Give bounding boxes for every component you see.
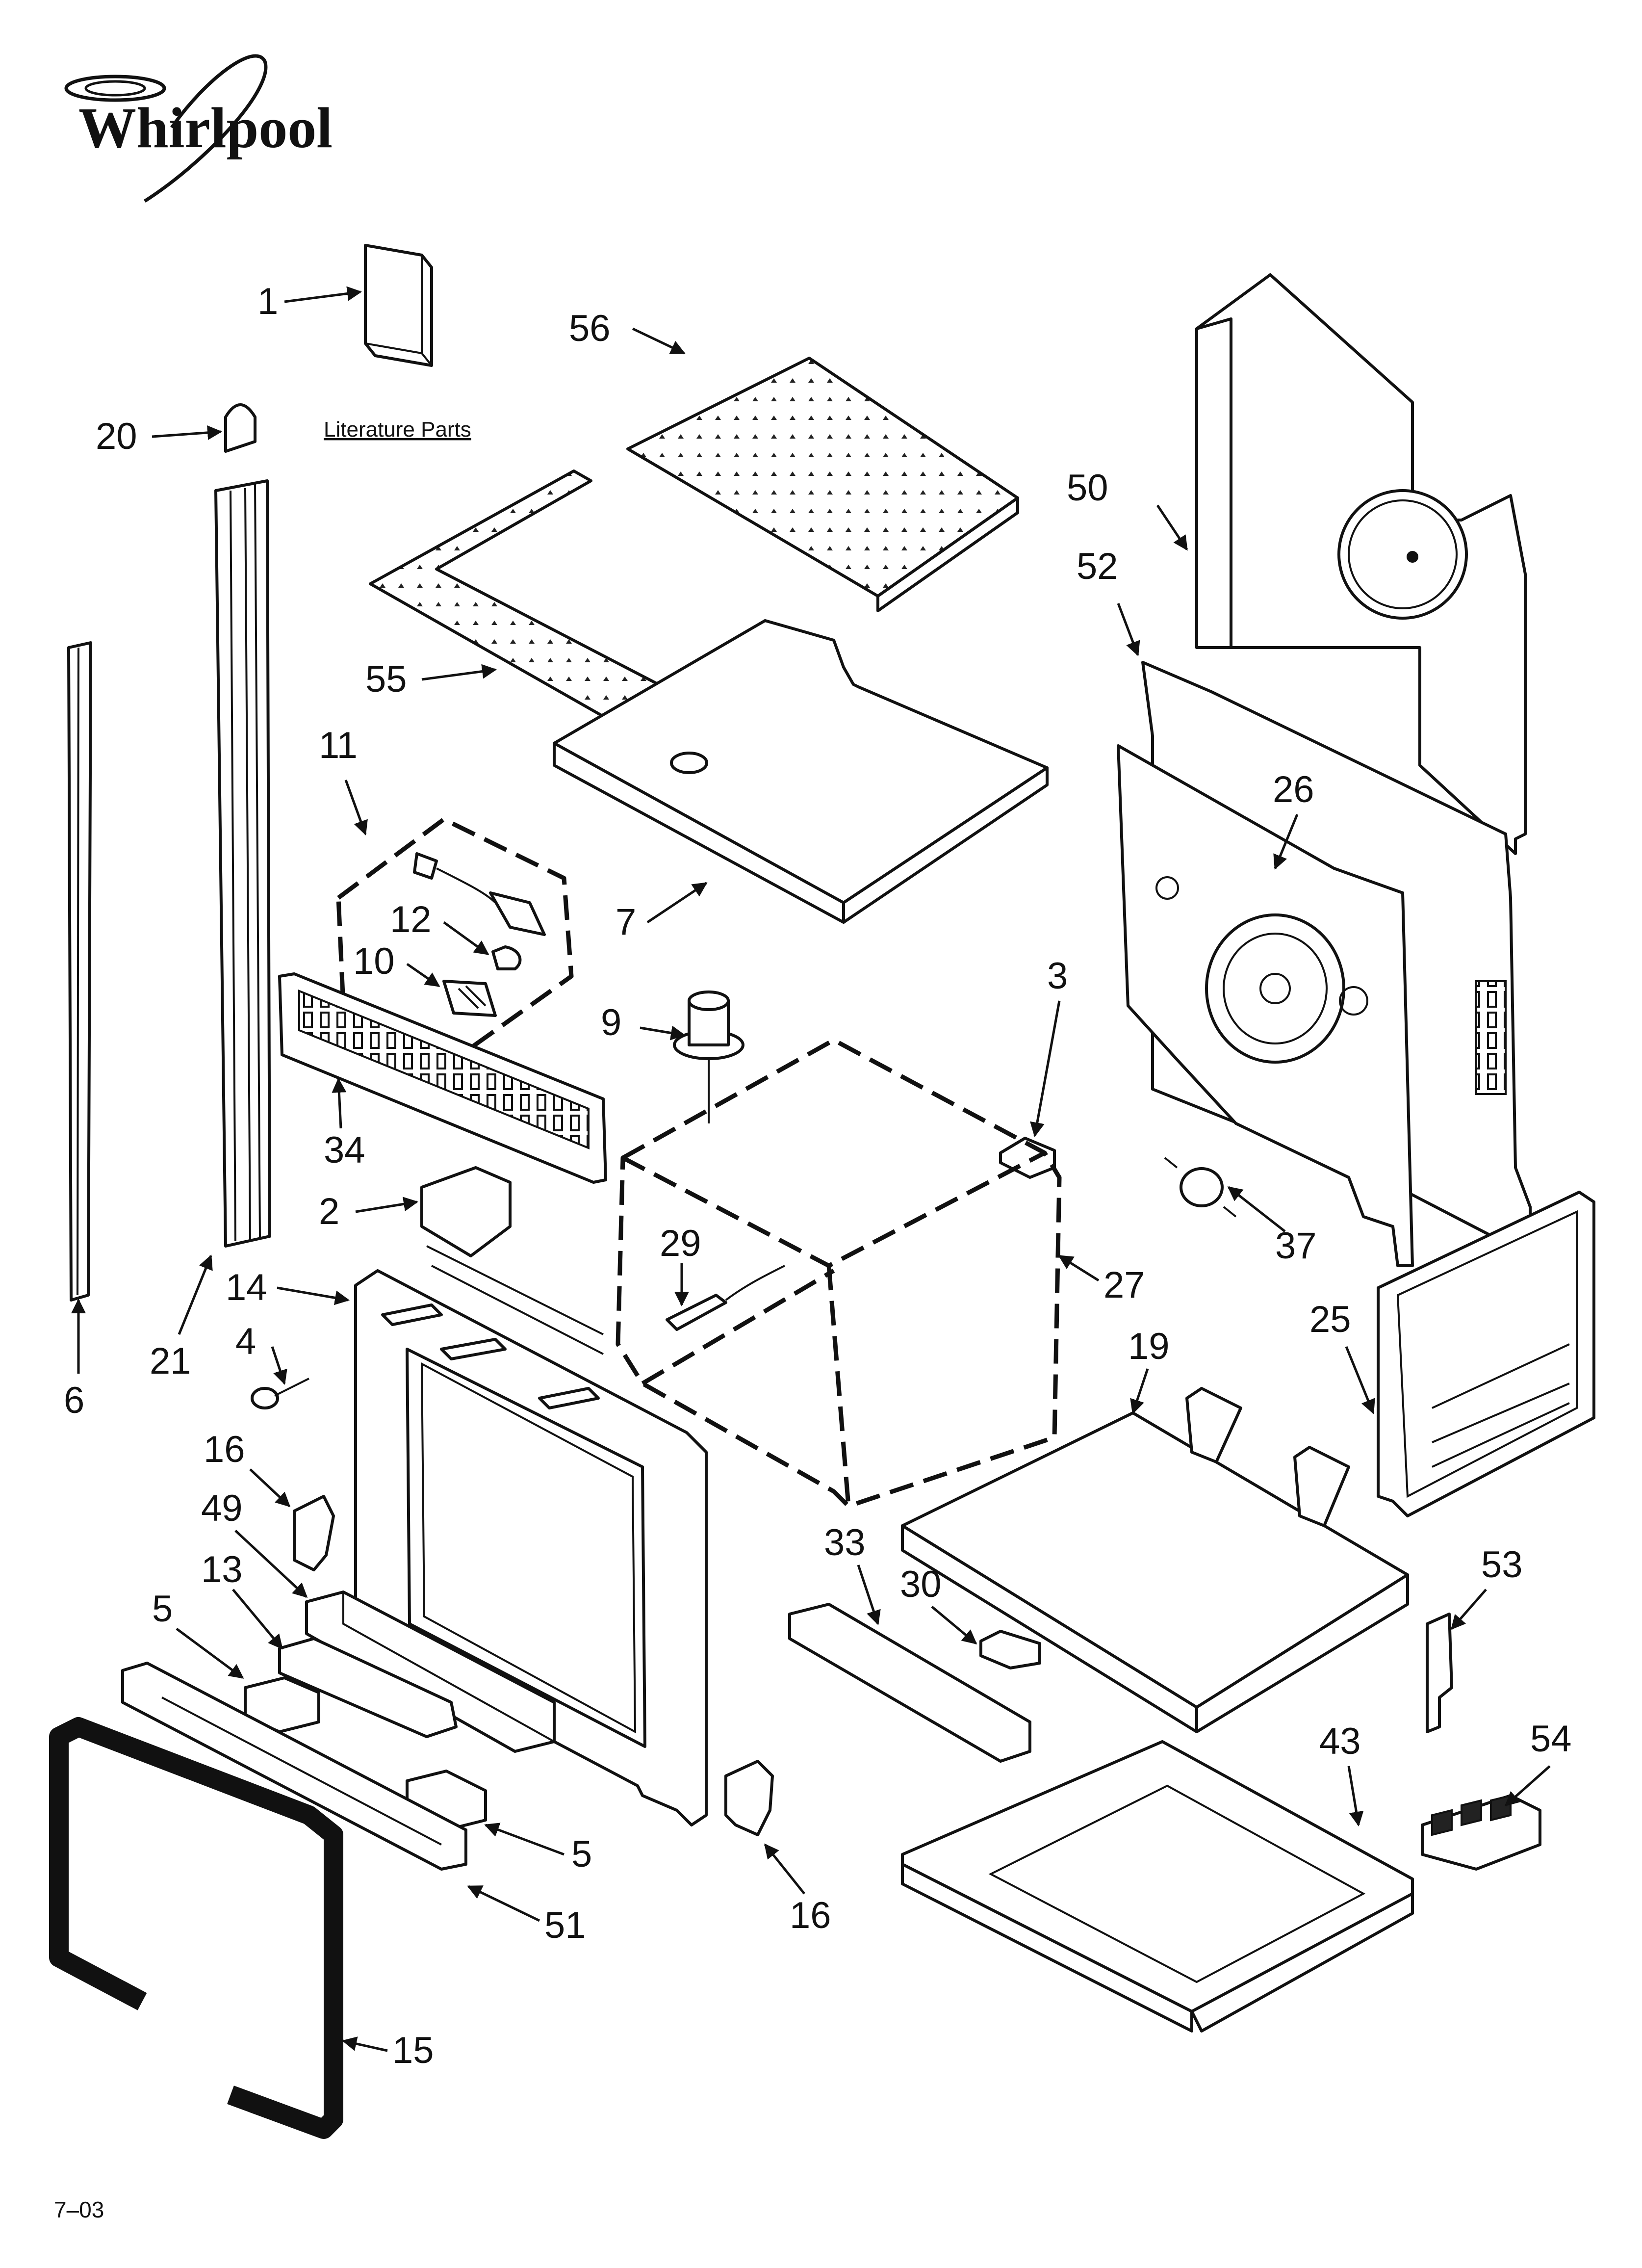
part-light-socket (413, 852, 546, 936)
callout-50: 50 (1067, 467, 1108, 509)
part-side-panel (1377, 1191, 1595, 1517)
callout-27: 27 (1103, 1264, 1145, 1306)
part-sensor (666, 1265, 785, 1331)
part-vent-grille (278, 972, 607, 1184)
part-bulb (491, 945, 522, 970)
part-thermostat (420, 1166, 604, 1355)
part-mount-bracket (1426, 1613, 1453, 1733)
part-front-frame (354, 1269, 708, 1826)
part-hinge-bracket-lower (724, 1760, 774, 1836)
part-hinge-bracket-upper (293, 1495, 335, 1571)
part-trim-strip (67, 641, 92, 1302)
callout-54: 54 (1530, 1718, 1572, 1760)
callout-10: 10 (353, 940, 395, 982)
part-fan-motor (673, 991, 744, 1123)
callout-labels: 1 20 56 50 52 55 26 11 12 10 7 3 9 34 37… (64, 281, 1572, 2071)
part-bottom-trim (121, 1662, 467, 1871)
part-oven-cavity (616, 1038, 1062, 1509)
callout-29: 29 (660, 1223, 701, 1264)
callout-52: 52 (1077, 546, 1118, 587)
callout-21: 21 (150, 1340, 191, 1382)
part-back-panel-assembly (1117, 661, 1532, 1267)
part-hinge-receiver (278, 1637, 458, 1738)
part-door-gasket (49, 1717, 343, 2139)
part-terminal-block (1421, 1794, 1541, 1871)
part-rear-wall (1195, 273, 1527, 855)
whirlpool-logo: Whirlpool (64, 54, 333, 203)
callout-6: 6 (64, 1380, 84, 1421)
callout-13: 13 (201, 1549, 243, 1590)
callout-43: 43 (1319, 1721, 1361, 1762)
part-top-panel (553, 619, 1049, 924)
brand-wordmark: Whirlpool (78, 96, 333, 160)
part-channel (788, 1603, 1031, 1763)
part-top-insulation (626, 357, 1019, 598)
callout-16-lower: 16 (790, 1895, 831, 1936)
part-bottom-tray (901, 1740, 1414, 2033)
part-bottom-panel (901, 1387, 1409, 1733)
part-thermal-fuse (1164, 1157, 1237, 1218)
callout-26: 26 (1273, 769, 1314, 810)
callout-12: 12 (390, 899, 432, 940)
callout-11: 11 (319, 725, 358, 766)
literature-parts-label: Literature Parts (324, 417, 471, 442)
part-small-bracket (979, 1630, 1041, 1669)
callout-55: 55 (365, 658, 407, 700)
callout-3: 3 (1047, 955, 1068, 997)
part-screw (251, 1378, 309, 1409)
callout-56: 56 (569, 308, 611, 349)
callout-49: 49 (201, 1487, 243, 1529)
callout-4: 4 (235, 1321, 256, 1362)
callout-37: 37 (1275, 1225, 1317, 1267)
callout-19: 19 (1128, 1326, 1170, 1367)
date-code: 7–03 (54, 2197, 104, 2222)
callout-5-upper: 5 (152, 1588, 173, 1630)
callout-30: 30 (900, 1564, 942, 1605)
callout-34: 34 (324, 1129, 365, 1171)
callout-15: 15 (392, 2030, 434, 2071)
part-light-kit-outline (336, 817, 574, 1057)
callout-16-upper: 16 (204, 1429, 245, 1470)
callout-33: 33 (824, 1522, 866, 1564)
part-side-rail (214, 479, 271, 1248)
callout-5-lower: 5 (571, 1833, 592, 1875)
callout-53: 53 (1481, 1544, 1523, 1586)
callout-20: 20 (96, 416, 137, 457)
part-literature: Literature Parts (324, 244, 471, 442)
callout-14: 14 (226, 1267, 267, 1308)
callout-9: 9 (601, 1002, 621, 1043)
callout-51: 51 (544, 1904, 586, 1946)
leader-lines (71, 286, 1551, 2052)
callout-1: 1 (257, 281, 278, 322)
part-hinge-bar (305, 1590, 556, 1753)
callout-2: 2 (319, 1191, 339, 1232)
callout-25: 25 (1309, 1299, 1351, 1340)
callout-7: 7 (616, 901, 636, 943)
part-lens (442, 980, 497, 1017)
part-cap (224, 403, 257, 453)
